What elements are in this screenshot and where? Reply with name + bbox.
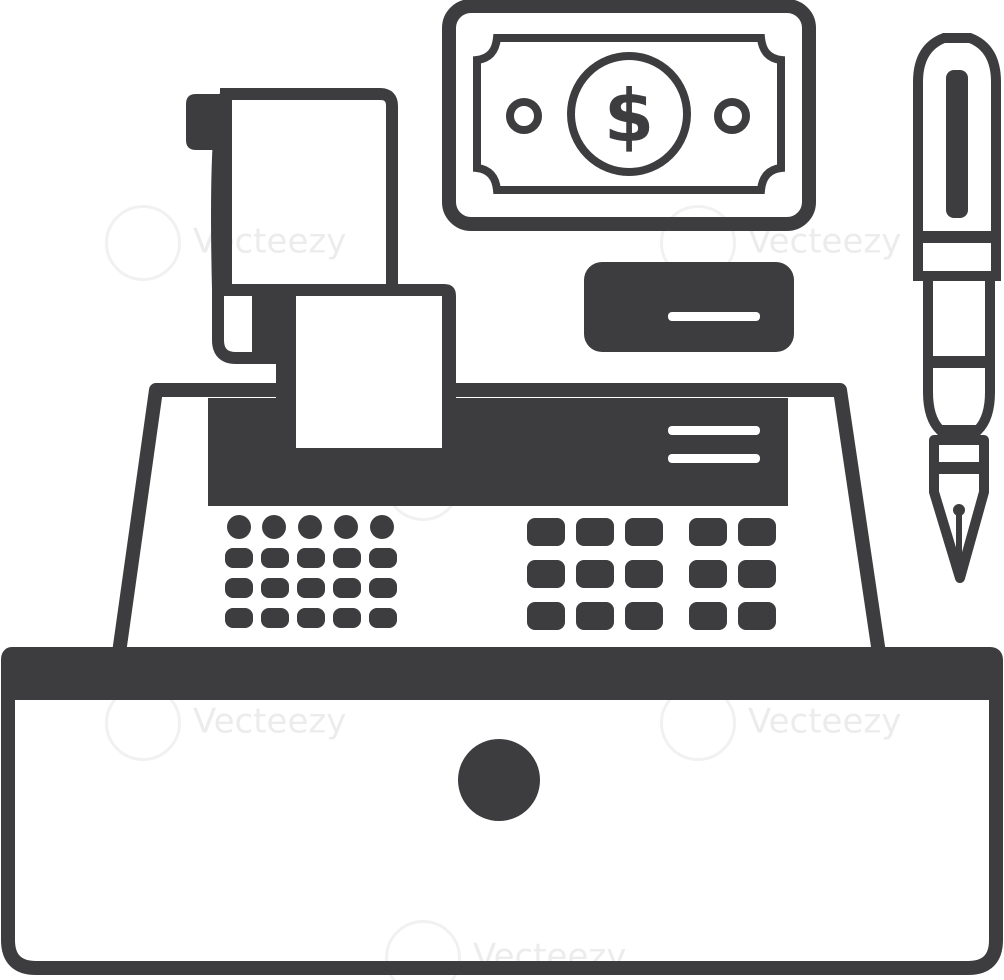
receipt-icon: [186, 88, 398, 364]
watermark-logo-icon: [385, 920, 461, 980]
banknote-icon: $: [442, 0, 816, 231]
banknote-inner-border: [473, 34, 785, 194]
watermark-text: Vecteezy: [193, 701, 347, 742]
watermark-logo-icon: [105, 205, 181, 281]
cash-drawer-icon: [1, 647, 1003, 975]
banknote-dot-right: [714, 98, 750, 134]
drawer-top-band: [6, 654, 998, 700]
cash-register-icon: [111, 284, 887, 667]
drawer-handle: [458, 739, 540, 821]
dollar-sign: $: [604, 74, 654, 158]
panel-line: [668, 426, 760, 435]
receipt-slip: [252, 284, 456, 452]
panel-line: [668, 454, 760, 463]
pen-clip: [946, 70, 968, 218]
function-keypad: [527, 518, 776, 630]
watermark-text: Vecteezy: [748, 701, 902, 742]
banknote-dot-left: [506, 98, 542, 134]
numeric-keypad: [225, 515, 397, 628]
fountain-pen-icon: [913, 33, 1001, 583]
coin-circle: [567, 52, 691, 176]
display-slot: [584, 262, 794, 352]
